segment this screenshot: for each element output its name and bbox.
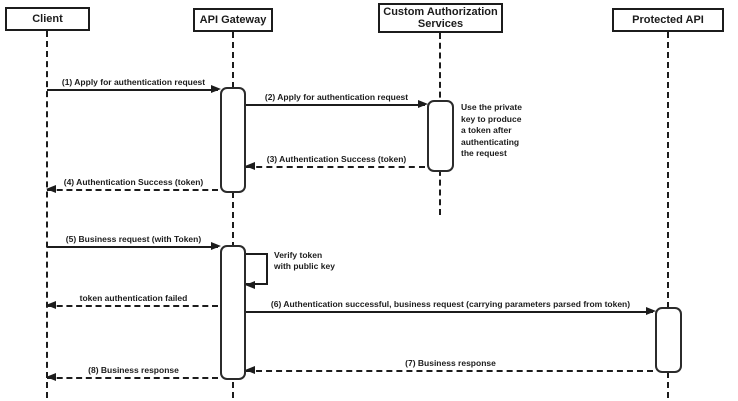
activation-custom-authorization-services bbox=[427, 100, 454, 172]
self-message-label: Verify token with public key bbox=[274, 250, 335, 271]
actor-label-protected-api: Protected API bbox=[632, 14, 704, 26]
lifeline-client bbox=[46, 31, 48, 398]
message-label: (7) Business response bbox=[405, 358, 496, 368]
message-line bbox=[246, 370, 653, 372]
self-message-verify-token: Verify token with public key bbox=[245, 250, 335, 289]
message-line bbox=[47, 189, 218, 191]
message-line bbox=[47, 246, 218, 248]
arrowhead-icon bbox=[418, 100, 428, 108]
actor-label-api-gateway: API Gateway bbox=[199, 14, 267, 26]
message-label: (3) Authentication Success (token) bbox=[266, 154, 407, 164]
activation-protected-api bbox=[655, 307, 682, 373]
message-label: (1) Apply for authentication request bbox=[61, 77, 206, 87]
message-line bbox=[47, 89, 218, 91]
arrowhead-icon bbox=[46, 373, 56, 381]
message-line bbox=[246, 104, 425, 106]
lifeline-api-gateway bbox=[232, 32, 234, 398]
arrowhead-icon bbox=[646, 307, 656, 315]
arrowhead-icon bbox=[245, 366, 255, 374]
arrowhead-icon bbox=[46, 301, 56, 309]
actor-label-client: Client bbox=[32, 13, 63, 25]
arrowhead-icon bbox=[46, 185, 56, 193]
message-label: (8) Business response bbox=[88, 365, 179, 375]
message-label: (6) Authentication successful, business … bbox=[270, 299, 631, 309]
message-label: (5) Business request (with Token) bbox=[65, 234, 202, 244]
lifeline-protected-api bbox=[667, 32, 669, 398]
activation-api-gateway-business bbox=[220, 245, 246, 380]
message-line bbox=[47, 377, 218, 379]
message-label: token authentication failed bbox=[79, 293, 188, 303]
arrowhead-icon bbox=[245, 281, 255, 289]
note-private-key: Use the private key to produce a token a… bbox=[461, 102, 522, 158]
actor-box-protected-api: Protected API bbox=[612, 8, 724, 32]
actor-label-custom-authorization-services: Custom Authorization Services bbox=[383, 6, 498, 30]
arrowhead-icon bbox=[211, 85, 221, 93]
arrowhead-icon bbox=[245, 162, 255, 170]
message-line bbox=[246, 166, 425, 168]
activation-api-gateway-auth bbox=[220, 87, 246, 193]
actor-box-custom-authorization-services: Custom Authorization Services bbox=[378, 3, 503, 33]
actor-box-api-gateway: API Gateway bbox=[193, 8, 273, 32]
message-label: (2) Apply for authentication request bbox=[264, 92, 409, 102]
arrowhead-icon bbox=[211, 242, 221, 250]
actor-box-client: Client bbox=[5, 7, 90, 31]
message-line bbox=[246, 311, 653, 313]
message-label: (4) Authentication Success (token) bbox=[63, 177, 204, 187]
message-line bbox=[47, 305, 218, 307]
self-message-line bbox=[246, 253, 268, 285]
